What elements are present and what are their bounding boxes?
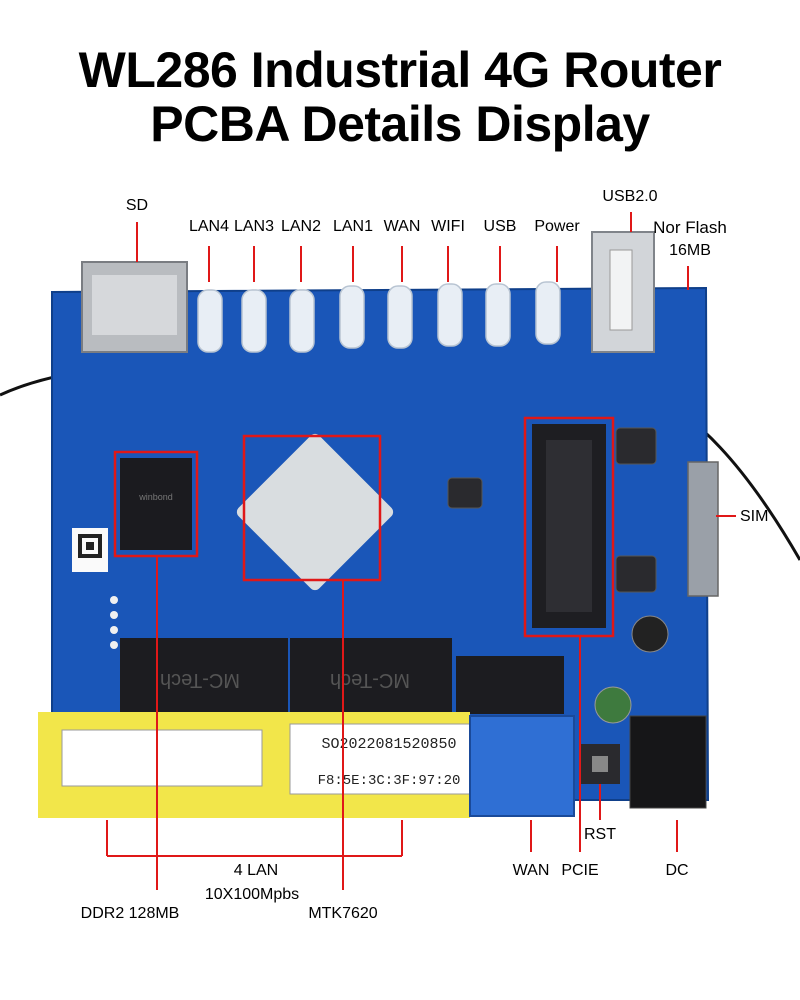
- qr-sticker: [72, 528, 108, 572]
- electrolytic-capacitor: [594, 686, 632, 724]
- mtk-highlight-box: [242, 434, 382, 582]
- uart-header: [110, 596, 118, 649]
- label-sd: SD: [125, 197, 149, 214]
- led-light-pipes: [197, 281, 561, 353]
- label-lan1: LAN1: [332, 218, 374, 235]
- label-sim: SIM: [740, 508, 769, 525]
- label-lan2: LAN2: [280, 218, 322, 235]
- title-line-2: PCBA Details Display: [150, 96, 650, 152]
- dc-jack: [629, 715, 707, 809]
- lan-ports-block: SO2022081520850 F8:5E:3C:3F:97:20: [38, 712, 489, 818]
- label-usb: USB: [483, 218, 517, 235]
- label-power: Power: [534, 218, 580, 235]
- transformer-brand: MC-Tech: [160, 669, 240, 691]
- label-nor-flash: Nor Flash: [653, 218, 727, 237]
- label-wan-led: WAN: [383, 218, 421, 235]
- sim-slot: [687, 461, 719, 597]
- label-nor-flash-size: 16MB: [669, 242, 711, 259]
- transformer-brand-2: MC-Tech: [330, 669, 410, 691]
- mtk-heatsink: [236, 433, 394, 591]
- label-dc: DC: [665, 862, 689, 879]
- label-ddr2: DDR2 128MB: [80, 905, 180, 922]
- mac-address: F8:5E:3C:3F:97:20: [318, 773, 461, 789]
- title-line-1: WL286 Industrial 4G Router: [78, 42, 722, 98]
- inductors: [447, 427, 657, 593]
- label-4-lan: 4 LAN: [233, 862, 279, 879]
- sd-card-slot: [81, 261, 188, 353]
- label-usb20: USB2.0: [602, 188, 658, 205]
- wan-port: [469, 715, 575, 817]
- label-wan-port: WAN: [512, 862, 550, 879]
- lan-transformers: MC-Tech MC-Tech: [120, 638, 564, 716]
- label-pcie: PCIE: [561, 862, 599, 879]
- pcie-highlight-box: [523, 416, 615, 638]
- label-lan4: LAN4: [188, 218, 230, 235]
- label-lan-speed: 10X100Mpbs: [204, 886, 300, 903]
- label-lan3: LAN3: [233, 218, 275, 235]
- label-wifi: WIFI: [431, 218, 465, 235]
- usb-connector: [591, 231, 655, 353]
- capacitor: [631, 615, 669, 653]
- serial-number: SO2022081520850: [321, 736, 456, 753]
- reset-button: [580, 744, 620, 784]
- ddr2-chip: winbond: [120, 458, 192, 550]
- label-mtk7620: MTK7620: [308, 905, 378, 922]
- label-rst: RST: [584, 826, 616, 843]
- pcie-slot: [532, 424, 606, 628]
- callout-leaders: [106, 212, 736, 890]
- chip-brand-text: winbond: [138, 492, 173, 502]
